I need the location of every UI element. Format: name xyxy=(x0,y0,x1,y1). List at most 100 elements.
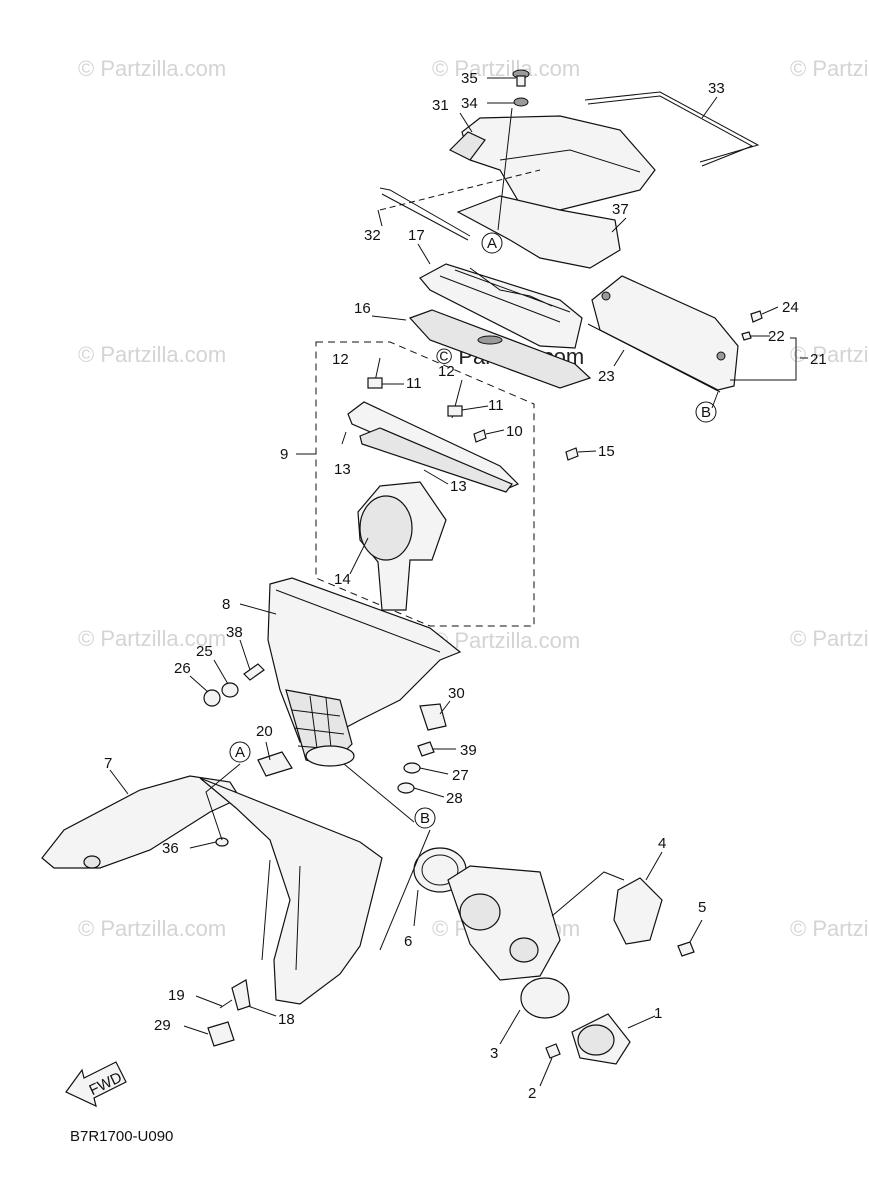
callout-17: 17 xyxy=(408,227,425,244)
part-16-element xyxy=(408,309,592,389)
callout-11: 11 xyxy=(406,375,422,392)
part-7-frame xyxy=(199,777,383,1005)
callout-39: 39 xyxy=(460,742,477,759)
watermark: © Partzilla.com xyxy=(78,342,226,367)
callout-30: 30 xyxy=(448,685,465,702)
callout-22: 22 xyxy=(768,328,785,345)
fwd-arrow-icon: FWD xyxy=(65,1061,127,1108)
callout-26: 26 xyxy=(174,660,191,677)
callout-12: 12 xyxy=(332,351,349,368)
part-5-bolt xyxy=(677,941,695,957)
part-11-clip xyxy=(447,405,463,417)
throttle-body-assembly xyxy=(413,847,695,1065)
callout-34: 34 xyxy=(461,95,478,112)
part-34-washer xyxy=(513,97,529,107)
part-27-washer xyxy=(403,762,421,774)
watermark: © Partzilla.com xyxy=(78,56,226,81)
callout-5: 5 xyxy=(698,899,706,916)
part-20-bracket xyxy=(257,751,293,777)
callout-35: 35 xyxy=(461,70,478,87)
callout-37: 37 xyxy=(612,201,629,218)
part-32-rod xyxy=(379,187,471,237)
ref-circle-b xyxy=(414,807,436,829)
part-18-holder xyxy=(231,979,251,1011)
callout-28: 28 xyxy=(446,790,463,807)
callout-1: 1 xyxy=(654,1005,662,1022)
callout-16: 16 xyxy=(354,300,371,317)
callout-4: 4 xyxy=(658,835,666,852)
callout-10: 10 xyxy=(506,423,523,440)
callout-14: 14 xyxy=(334,571,351,588)
ref-circle-a xyxy=(229,741,251,763)
ref-a-label: A xyxy=(487,235,497,252)
part-28-collar xyxy=(397,782,415,794)
ref-b-label: B xyxy=(420,810,430,827)
part-25-grommet xyxy=(221,682,239,698)
ref-a-label: A xyxy=(235,744,245,761)
part-7-side-cover xyxy=(41,775,241,869)
callout-9: 9 xyxy=(280,446,288,463)
callout-32: 32 xyxy=(364,227,381,244)
callout-18: 18 xyxy=(278,1011,295,1028)
top-cover-assembly xyxy=(379,69,760,269)
part-11-clip xyxy=(367,377,383,389)
leader-lines xyxy=(109,77,808,1087)
callout-25: 25 xyxy=(196,643,213,660)
part-17-filter-cage xyxy=(419,263,583,349)
air-box-assembly xyxy=(203,577,462,794)
part-38-bolt xyxy=(243,663,265,681)
ref-circle-b xyxy=(695,401,717,423)
assembly-9-box xyxy=(315,341,535,627)
part-26-collar xyxy=(203,689,221,707)
callout-6: 6 xyxy=(404,933,412,950)
callout-2: 2 xyxy=(528,1085,536,1102)
part-37-panel xyxy=(456,195,621,269)
watermark: © Partzilla.com xyxy=(78,626,226,651)
ref-circle-a xyxy=(481,232,503,254)
callout-38: 38 xyxy=(226,624,243,641)
part-30-grommet xyxy=(419,703,447,731)
callout-31: 31 xyxy=(432,97,449,114)
lower-frame-assembly xyxy=(41,751,383,1047)
part-31-cover xyxy=(461,115,656,211)
callout-3: 3 xyxy=(490,1045,498,1062)
reference-marks: A B A B xyxy=(229,232,717,829)
part-4-cover xyxy=(613,877,663,945)
part-29-cap xyxy=(207,1021,235,1047)
callout-21: 21 xyxy=(810,351,827,368)
callout-23: 23 xyxy=(598,368,615,385)
watermark: © Partzilla.com xyxy=(78,916,226,941)
callout-19: 19 xyxy=(168,987,185,1004)
callout-20: 20 xyxy=(256,723,273,740)
part-39-bolt xyxy=(417,741,435,757)
watermark: © Partzilla.com xyxy=(790,916,869,941)
part-22-screw xyxy=(741,331,752,341)
callout-36: 36 xyxy=(162,840,179,857)
watermark: © Partzilla.com xyxy=(432,56,580,81)
part-33-strip xyxy=(584,91,760,163)
side-cover-assembly xyxy=(587,275,763,393)
part-24-screw xyxy=(750,310,763,323)
watermark: © Partzilla.com xyxy=(790,56,869,81)
callout-24: 24 xyxy=(782,299,799,316)
part-15-screw xyxy=(565,447,579,461)
callout-27: 27 xyxy=(452,767,469,784)
part-13-gasket xyxy=(359,427,513,493)
ref-b-label: B xyxy=(701,404,711,421)
callout-12: 12 xyxy=(438,363,455,380)
callout-15: 15 xyxy=(598,443,615,460)
part-3-clamp xyxy=(520,977,570,1019)
diagram-code: B7R1700-U090 xyxy=(70,1128,173,1145)
callout-11: 11 xyxy=(488,397,504,414)
callout-7: 7 xyxy=(104,755,112,772)
callout-13: 13 xyxy=(450,478,467,495)
part-19-screw xyxy=(219,999,233,1009)
callout-13: 13 xyxy=(334,461,351,478)
watermark: © Partzilla.com xyxy=(790,626,869,651)
callout-29: 29 xyxy=(154,1017,171,1034)
filter-assembly xyxy=(408,263,592,389)
callout-33: 33 xyxy=(708,80,725,97)
watermark: © Partzilla.com xyxy=(790,342,869,367)
callout-8: 8 xyxy=(222,596,230,613)
